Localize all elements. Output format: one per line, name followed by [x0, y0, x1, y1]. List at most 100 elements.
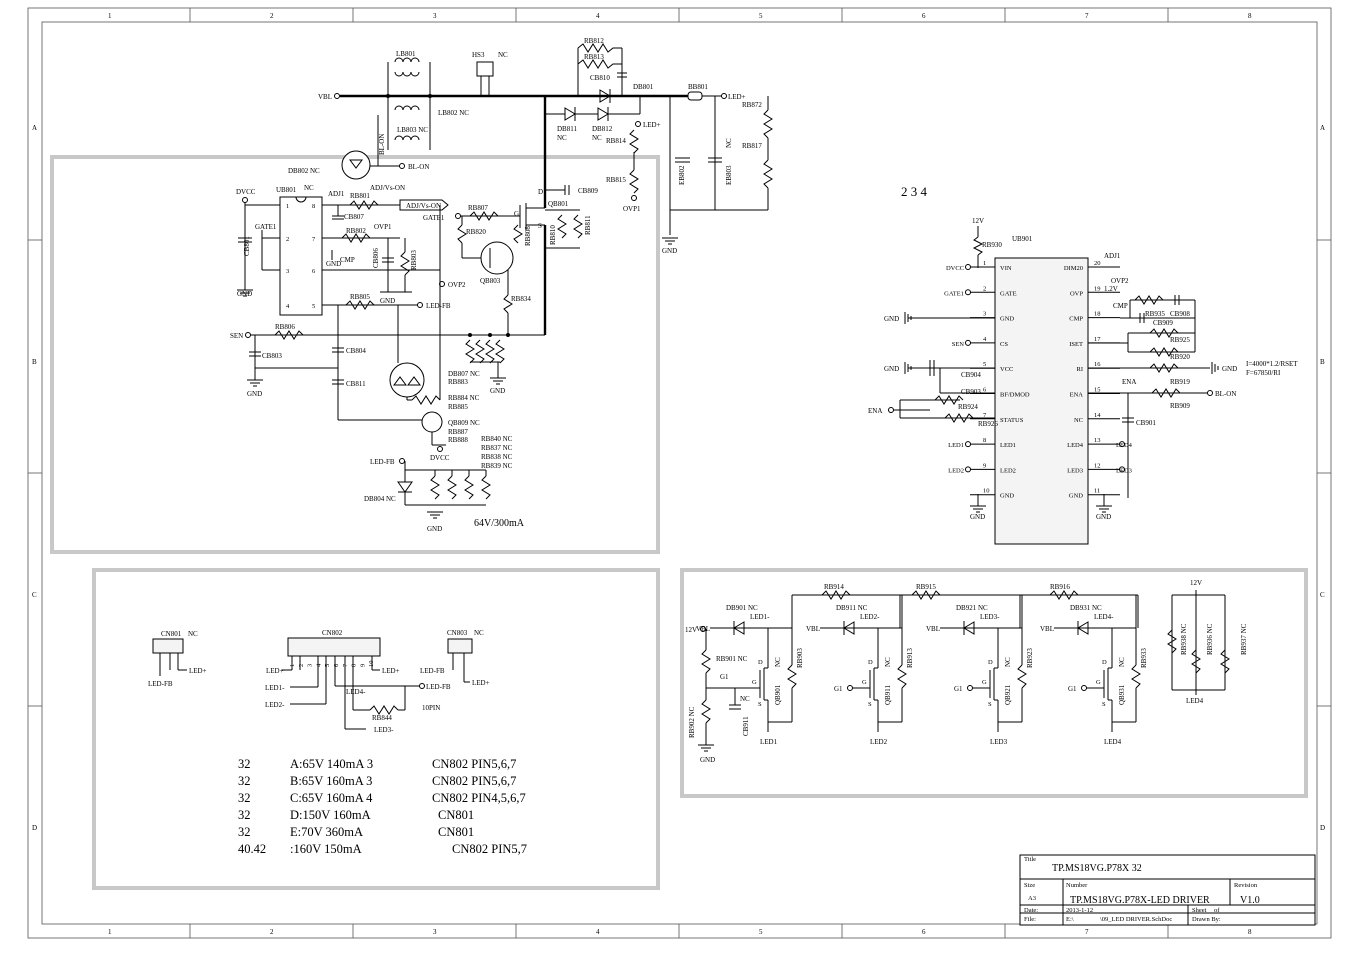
ub901-gnd-vcc: GND	[884, 365, 899, 373]
rb914-label: RB914	[824, 583, 844, 591]
cn802-connector	[287, 637, 381, 657]
channels-led4-right: LED4	[1186, 697, 1204, 705]
ub901-left-pin-name: BF/DMOD	[1000, 392, 1030, 399]
rb872-resistor-icon	[763, 109, 773, 139]
channel-resistor-label: RB923	[1026, 648, 1034, 668]
of-label: of	[1214, 907, 1220, 914]
channel-g1-port-icon	[967, 685, 973, 691]
connector-notes-panel	[92, 568, 660, 890]
rb811-resistor-icon	[573, 214, 583, 239]
channel-s-pin: S	[988, 701, 992, 708]
qb801-label: QB801	[548, 200, 569, 208]
cn802-pin-num: 9	[359, 664, 366, 667]
rb936-label: RB936 NC	[1206, 623, 1214, 655]
channel-mosfet-label: QB931	[1118, 684, 1126, 705]
channel-d-pin: D	[988, 659, 993, 666]
ub901-left-pin-name: GATE	[1000, 290, 1017, 297]
grid-row-a: A	[32, 124, 37, 132]
rb909-label: RB909	[1170, 402, 1190, 410]
rb805-label: RB805	[350, 293, 370, 301]
channel-led-label: LED1-	[750, 613, 770, 621]
channel-mosfet-nc: NC	[1118, 657, 1126, 667]
channel-mosfet-nc: NC	[774, 657, 782, 667]
ub901-right-pin-name: LED4	[1067, 442, 1084, 449]
ub901-cmp: CMP	[1113, 302, 1128, 310]
ub901-right-pin-num: 13	[1094, 437, 1101, 444]
rb806-label: RB806	[275, 323, 295, 331]
grid-row-d: D	[32, 824, 37, 832]
channel-led-label: LED4-	[1094, 613, 1114, 621]
qb801-s: S	[538, 222, 542, 230]
ub801-led-fb-2: LED-FB	[370, 458, 395, 466]
note-connector: CN802 PIN4,5,6,7	[432, 791, 526, 805]
rb936-resistor-icon	[1191, 649, 1201, 674]
ub901-left-pin-num: 9	[983, 462, 986, 469]
rb937-resistor-icon	[1220, 649, 1230, 674]
rb872-label: RB872	[742, 101, 762, 109]
ub901-ena-left: ENA	[868, 407, 882, 415]
cb908-label: CB908	[1170, 310, 1190, 318]
ub801-pin7: 7	[312, 236, 316, 243]
ub901-ref: UB901	[1012, 235, 1033, 243]
ub901-left-pin-num: 8	[983, 437, 986, 444]
ub901-left-net: DVCC	[946, 265, 964, 272]
cn802-pin-num: 5	[324, 664, 331, 667]
qb801-g: G	[514, 210, 519, 218]
rb838-resistor-icon	[464, 475, 474, 500]
rb-sense-1-icon	[465, 339, 475, 364]
grid-col-3-bottom: 3	[433, 928, 437, 936]
cn801-label: CN801	[161, 630, 182, 638]
ub901-right-pin-num: 15	[1094, 387, 1101, 394]
file-value: \09_LED DRIVER.SchDoc	[1100, 916, 1172, 923]
rb815-label: RB815	[606, 176, 626, 184]
file-drive: E:\	[1066, 916, 1074, 923]
rb887-label: RB887	[448, 428, 468, 436]
ub901-right-net: LED3	[1116, 467, 1132, 474]
db801-label: DB801	[633, 83, 654, 91]
rb805-resistor-icon	[345, 300, 375, 310]
cb803-label: CB803	[262, 352, 282, 360]
ground-icon	[247, 379, 263, 387]
rb885-label: RB885	[448, 403, 468, 411]
bl-on-label: BL-ON	[408, 163, 429, 171]
rb844-resistor-icon	[369, 705, 399, 715]
ground-icon	[698, 744, 714, 752]
grid-row-c: C	[32, 591, 37, 599]
rb817-resistor-icon	[763, 159, 773, 189]
ub901-left-pin-name: LED2	[1000, 467, 1016, 474]
channel-g-pin: G	[862, 679, 867, 686]
lb802-label: LB802 NC	[438, 109, 469, 117]
formula-ri: F=67850/RI	[1246, 369, 1281, 377]
rb820-label: RB820	[466, 228, 486, 236]
qb803-transistor-icon	[480, 241, 514, 275]
channel-mosfet-nc: NC	[1004, 657, 1012, 667]
cn802-led3: LED3-	[374, 726, 394, 734]
rb812-resistor-icon	[577, 43, 622, 53]
sheet-frame: 1 2 3 4 5 6 7 8 1 2 3 4 5 6 7 8 A B C D …	[27, 7, 1332, 939]
note-size: 32	[238, 825, 251, 839]
db811-nc: NC	[557, 134, 567, 142]
db804-diode-icon	[397, 481, 413, 493]
channel-resistor-icon	[897, 664, 907, 689]
rb938-resistor-icon	[1167, 629, 1177, 654]
rb920-label: RB920	[1170, 353, 1190, 361]
channel-out-label: LED3	[990, 738, 1008, 746]
grid-col-5-bottom: 5	[759, 928, 763, 936]
eb803-label: EB803	[725, 165, 733, 185]
rb925-label: RB925	[1170, 336, 1190, 344]
channel-g-pin: G	[1096, 679, 1101, 686]
ub901-gnd-11: GND	[1096, 513, 1111, 521]
vbl-label: VBL	[318, 93, 332, 101]
lb803-label: LB803 NC	[397, 126, 428, 134]
grid-row-b-right: B	[1320, 358, 1325, 366]
channel-g1-label: G1	[954, 685, 963, 693]
size-label: Size	[1024, 882, 1035, 889]
grid-row-a-right: A	[1320, 124, 1325, 132]
ub901-net-port-icon	[1119, 466, 1125, 473]
ub901-right-pin-num: 18	[1094, 311, 1101, 318]
ground-icon	[427, 511, 443, 519]
rb919-resistor-icon	[1149, 363, 1179, 373]
rb815-resistor-icon	[629, 169, 639, 194]
